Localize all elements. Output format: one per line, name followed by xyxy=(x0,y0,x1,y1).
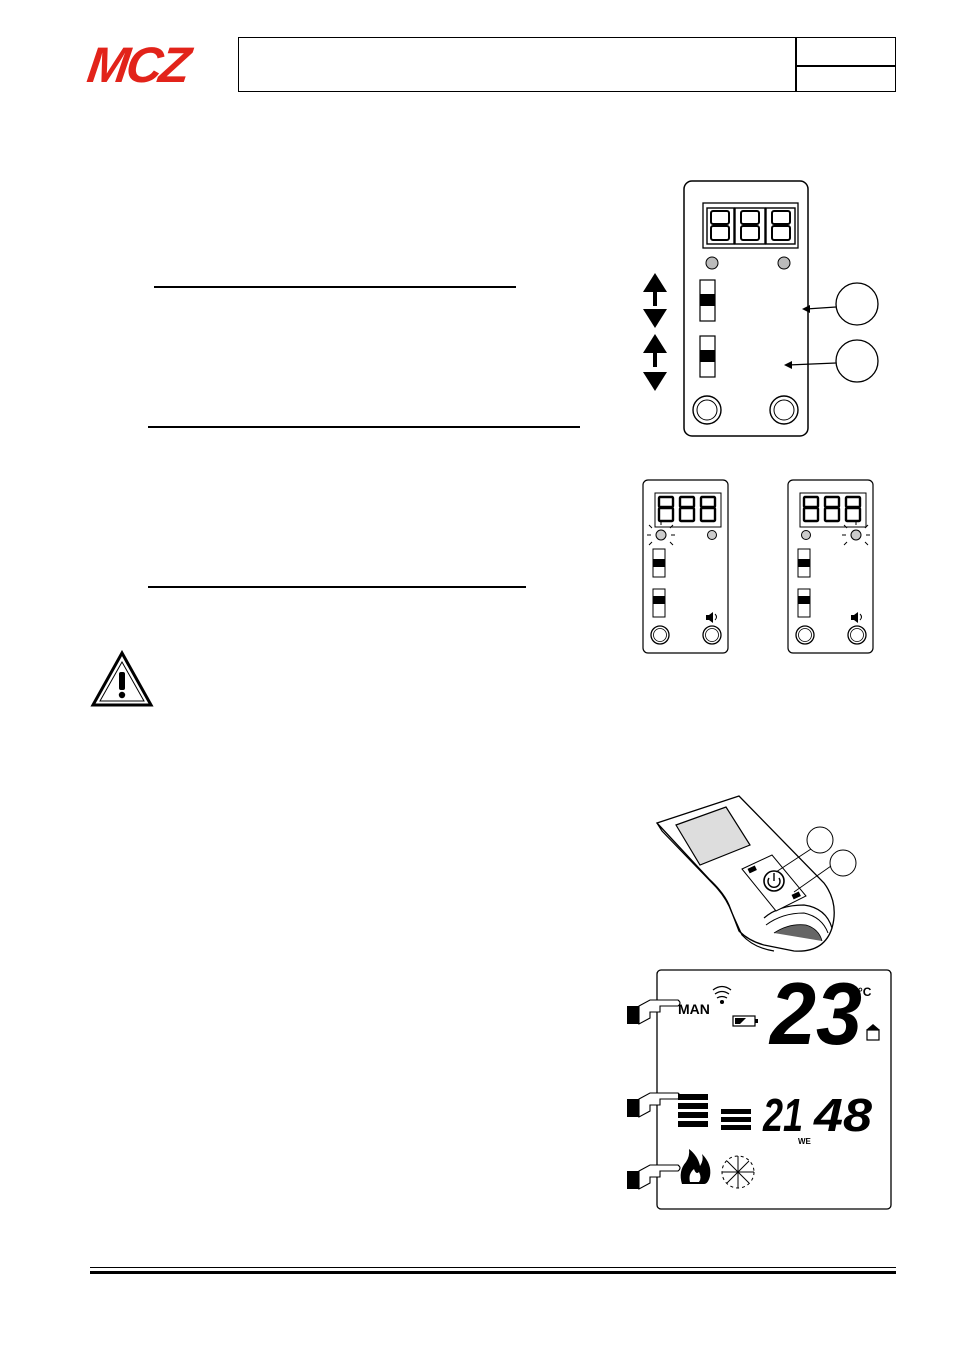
double-arrow-icon xyxy=(643,273,667,391)
lcd-display: MAN 23 °C 21 48 WE xyxy=(627,966,892,1210)
dip-switch-1 xyxy=(699,279,716,322)
snowflake-icon xyxy=(721,1155,755,1189)
seven-seg-digits xyxy=(706,207,796,245)
hand-pointer-icon xyxy=(627,999,681,1025)
speaker-icon xyxy=(706,612,717,623)
mcz-logo: MCZ xyxy=(84,37,238,93)
temperature-value: 23 xyxy=(768,966,862,1063)
clock-hours: 21 xyxy=(762,1089,803,1141)
weekday-label: WE xyxy=(798,1137,812,1146)
blink-rays xyxy=(647,521,675,546)
small-panel-left xyxy=(642,479,729,654)
section-rule-1 xyxy=(154,286,516,288)
blink-rays xyxy=(842,521,870,546)
footer-rule-thick xyxy=(90,1271,896,1274)
header-cell-divider xyxy=(795,65,895,67)
hand-pointer-icon xyxy=(627,1164,681,1190)
footer-rule xyxy=(90,1267,896,1268)
house-icon xyxy=(866,1024,880,1041)
logo-text: MCZ xyxy=(84,37,192,93)
header-divider xyxy=(795,38,797,91)
speaker-icon xyxy=(851,612,862,623)
battery-icon xyxy=(732,1015,758,1027)
dip-switch-2 xyxy=(699,335,716,378)
section-rule-3 xyxy=(148,586,526,588)
stove-control-panel xyxy=(643,180,879,437)
section-rule-2 xyxy=(148,426,580,428)
warning-triangle-icon xyxy=(90,650,154,707)
temperature-unit: °C xyxy=(858,985,872,999)
power-level-bars xyxy=(678,1094,751,1130)
wifi-signal-icon xyxy=(712,985,732,1005)
clock-minutes: 48 xyxy=(813,1089,873,1141)
mode-label: MAN xyxy=(678,1001,710,1017)
flame-icon xyxy=(680,1149,711,1184)
small-panel-right xyxy=(787,479,874,654)
header-title-box xyxy=(238,37,896,92)
remote-control-illustration xyxy=(655,795,857,952)
